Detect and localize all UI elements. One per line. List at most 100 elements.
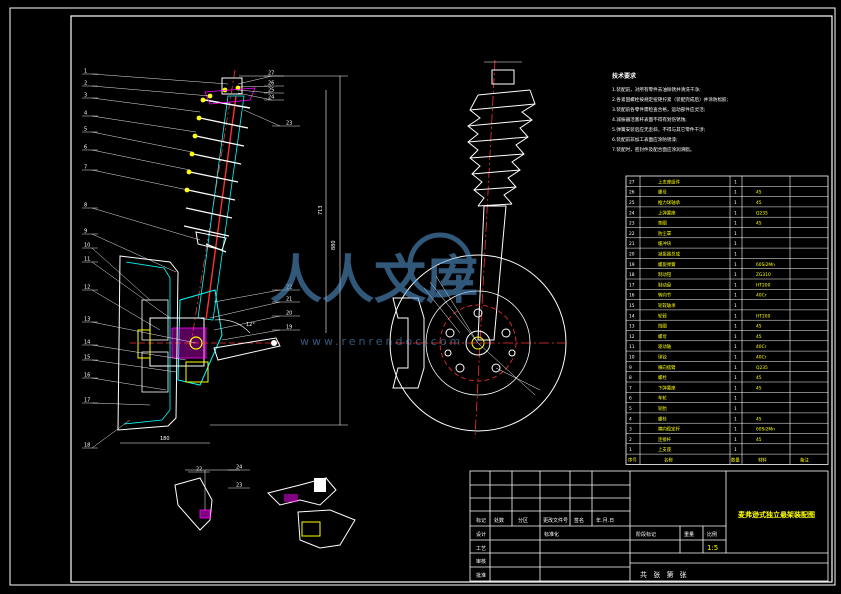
- callout-number: 2: [84, 81, 87, 87]
- tb-weight: 重量: [684, 531, 694, 538]
- bom-qty: 1: [734, 272, 737, 278]
- bom-name: 球铰: [658, 354, 667, 361]
- bom-material: 45: [756, 437, 762, 443]
- lower-arm: [213, 337, 281, 361]
- callout-number: 1: [84, 69, 87, 75]
- callout-number: 3: [84, 93, 87, 99]
- callout-number: 25: [268, 88, 274, 94]
- tb-standard: 标准化: [544, 531, 559, 538]
- bom-no: 18: [629, 272, 635, 278]
- bom-qty: 1: [734, 375, 737, 381]
- callout-number: 14: [84, 340, 90, 346]
- drawing-title: 麦弗逊式独立悬架装配图: [738, 510, 815, 519]
- title-block: [469, 470, 829, 582]
- bom-qty: 1: [734, 179, 737, 185]
- bom-header-material: 材料: [758, 457, 767, 464]
- bom-name: 上支座组件: [658, 178, 681, 185]
- bom-no: 20: [629, 252, 635, 258]
- inner-border: [70, 15, 833, 583]
- bom-qty: 1: [734, 447, 737, 453]
- bom-material: 45: [756, 221, 762, 227]
- bom-name: 驱动轴: [658, 343, 672, 350]
- damper-tube: [197, 95, 245, 321]
- bom-material: 45: [756, 190, 762, 196]
- bom-no: 21: [629, 241, 635, 247]
- coil-spring: [183, 99, 251, 253]
- bom-no: 22: [629, 231, 635, 237]
- upper-height-dim: 713: [318, 205, 324, 215]
- technical-requirements: 技术要求 1.装配前，对所有零件去油除锈并清洗干净;2.各紧固螺栓按规定扭矩拧紧…: [612, 72, 729, 153]
- bom-name: 横向稳定杆: [658, 426, 681, 433]
- requirement-line: 3.装配前各零件需检查合格，运动部件应灵活;: [612, 106, 706, 113]
- bom-qty: 1: [734, 262, 737, 268]
- requirement-line: 1.装配前，对所有零件去油除锈并清洗干净;: [612, 86, 701, 93]
- bom-name: 下弹簧座: [658, 384, 676, 391]
- watermark: 人人文库 www.renrendoc.com: [270, 232, 478, 348]
- bom-material: 60Si2Mn: [756, 427, 775, 433]
- bom-name: 上弹簧座: [658, 209, 676, 216]
- tb-scale: 1:5: [707, 544, 718, 552]
- dust-boot: [467, 89, 536, 207]
- bom-name: 车轮: [658, 395, 667, 402]
- bom-qty: 1: [734, 303, 737, 309]
- bom-qty: 1: [734, 334, 737, 340]
- bom-qty: 1: [734, 210, 737, 216]
- top-nut: [491, 69, 515, 85]
- tb-mark: 标记: [476, 517, 486, 524]
- bom-name: 横向摆臂: [658, 364, 676, 371]
- brake-disc: [389, 254, 567, 432]
- overall-height-dim: 880: [331, 240, 337, 250]
- bom-material: 40Cr: [756, 344, 767, 350]
- bom-material: 45: [756, 416, 762, 422]
- bom-qty: 1: [734, 313, 737, 319]
- tb-approve: 批准: [476, 572, 486, 579]
- bom-no: 23: [629, 221, 635, 227]
- callout-number: 16: [84, 373, 90, 379]
- bom-material: 40Cr: [756, 293, 767, 299]
- bom-material: 40Cr: [756, 355, 767, 361]
- bom-no: 15: [629, 303, 635, 309]
- front-section-view: 880 713 180: [82, 69, 348, 449]
- strut-axis: [189, 69, 236, 351]
- bom-no: 7: [629, 385, 632, 391]
- bom-name: 螺栓: [658, 374, 667, 381]
- tb-zone: 分区: [518, 517, 528, 524]
- bom-no: 10: [629, 355, 635, 361]
- tb-check: 审核: [476, 558, 486, 565]
- callout-number: 24: [236, 465, 242, 471]
- bom-no: 25: [629, 200, 635, 206]
- bom-name: 螺母: [658, 333, 667, 340]
- caliper: [392, 297, 425, 389]
- bom-no: 12: [629, 334, 635, 340]
- bom-name: 挡圈: [658, 323, 667, 330]
- title-block-text: 标记 处数 分区 更改文件号 签名 年.月.日 设计 标准化 工艺 审核 批准 …: [476, 510, 815, 579]
- bom-material: Q235: [756, 210, 768, 216]
- bom-no: 8: [629, 375, 632, 381]
- callout-number: 24: [268, 95, 274, 101]
- bom-qty: 1: [734, 282, 737, 288]
- bom-material: 45: [756, 200, 762, 206]
- bom-no: 4: [629, 416, 632, 422]
- callout-number: 22: [196, 467, 202, 473]
- bom-name: 推力球轴承: [658, 199, 681, 206]
- bom-qty: 1: [734, 396, 737, 402]
- tb-change-doc: 更改文件号: [543, 517, 568, 524]
- bom-name: 减振器总成: [658, 251, 681, 258]
- callout-number: 19: [286, 325, 292, 331]
